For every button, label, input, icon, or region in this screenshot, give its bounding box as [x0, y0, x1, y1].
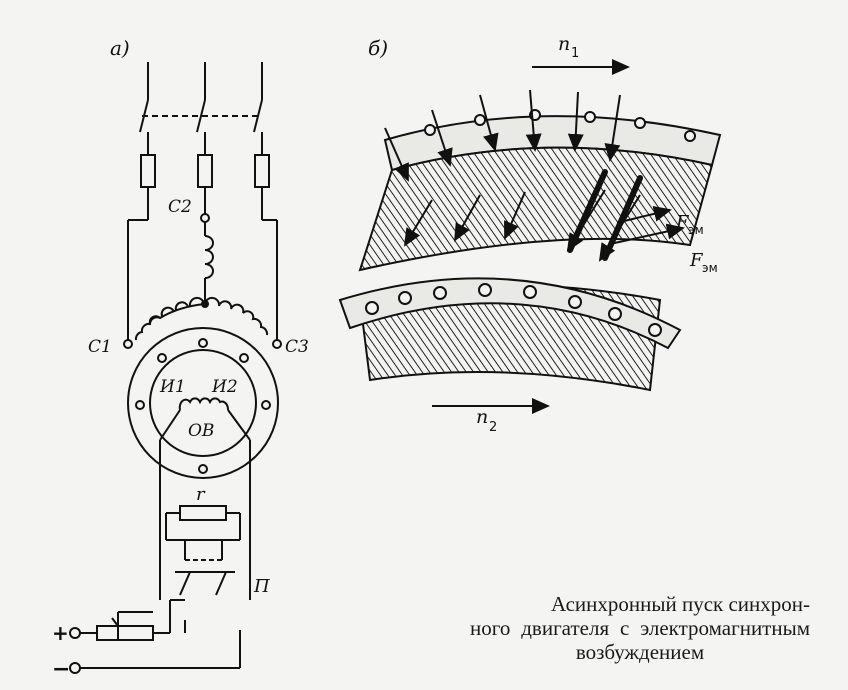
starting-resistor-frame: [159, 480, 251, 600]
lower-end-ring: [338, 277, 682, 350]
field-winding-label: ОВ: [188, 421, 214, 441]
force-subscript-1: эм: [688, 223, 704, 237]
terminal-c1-label: С1: [88, 337, 112, 357]
figure-caption: Асинхронный пуск синхрон- ного двигателя…: [470, 592, 810, 664]
terminal-c2-label: С2: [168, 197, 192, 217]
field-terminal-i2-label: И2: [211, 377, 238, 397]
force-symbol-1: F: [675, 212, 690, 233]
three-pole-switch: [139, 99, 263, 155]
caption-line-1: Асинхронный пуск синхрон-: [550, 592, 810, 616]
terminal-c3-label: С3: [285, 337, 309, 357]
field-winding: [159, 397, 251, 480]
caption-line-3: возбуждением: [575, 640, 705, 664]
circuit-schematic: [69, 62, 282, 674]
resistor-label: r: [196, 484, 206, 505]
caption-line-2: ного двигателя с электромагнитным: [470, 616, 810, 640]
force-symbol-2: F: [689, 250, 704, 271]
rotor-speed-symbol: n: [558, 33, 570, 55]
stator-speed-subscript: 2: [489, 420, 497, 435]
motion-arrows: [432, 59, 685, 414]
panel-b-label: б): [368, 36, 388, 60]
rotor-ring: [127, 327, 279, 479]
panel-a-label: а): [110, 36, 130, 60]
field-terminal-i1-label: И1: [159, 377, 186, 397]
stator-speed-symbol: n: [476, 406, 488, 428]
force-arrow-1: [619, 205, 672, 223]
force-subscript-2: эм: [702, 261, 718, 275]
supply-minus-label: −: [52, 657, 70, 682]
fuses: [140, 154, 270, 188]
force-arrow-2: [609, 223, 685, 245]
dc-supply: [69, 599, 241, 674]
rotor-speed-subscript: 1: [571, 46, 579, 61]
stator-winding-c1-c3: [123, 296, 282, 349]
machine-cutaway: [338, 109, 722, 392]
switch-label: П: [253, 576, 270, 597]
stator-winding-c2: [200, 213, 214, 308]
supply-plus-label: +: [52, 621, 69, 645]
flux-arrows: [384, 89, 641, 262]
laminated-core: [358, 146, 714, 272]
